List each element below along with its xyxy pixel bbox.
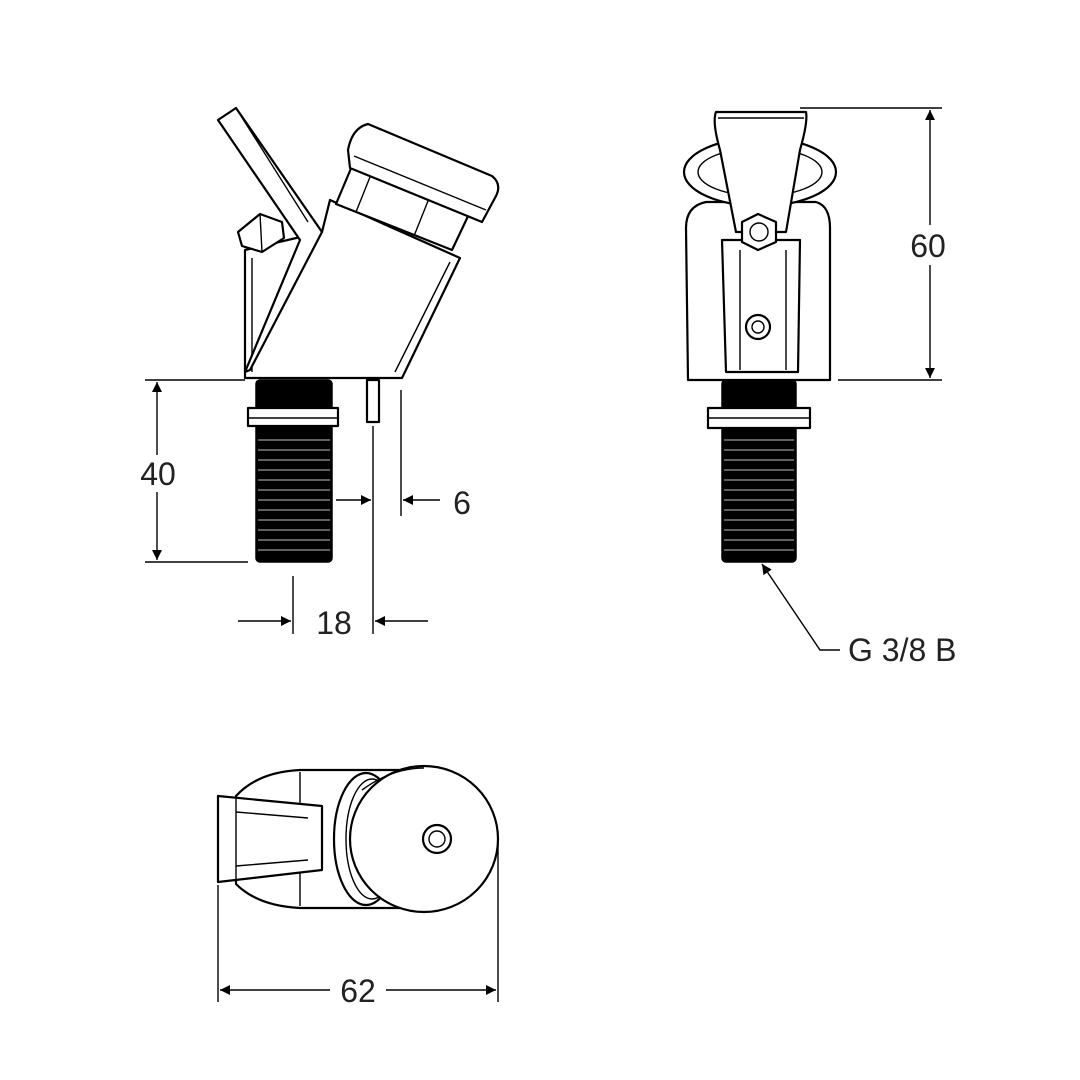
- dim-60-label: 60: [910, 228, 946, 264]
- side-thread-ridges: [258, 439, 330, 551]
- front-screw: [744, 313, 772, 341]
- front-lever-base: [720, 238, 802, 374]
- top-view: 62: [216, 764, 500, 1009]
- front-thread-ridges: [724, 439, 794, 551]
- side-pin: [365, 378, 381, 424]
- dim-40-label: 40: [140, 456, 176, 492]
- front-view: 60 G 3/8 B: [682, 107, 957, 668]
- dim-18-label: 18: [316, 605, 352, 641]
- side-lock-nut: [246, 406, 340, 428]
- side-button-cap: [346, 122, 500, 224]
- thread-label: G 3/8 B: [848, 632, 957, 668]
- dim-62-label: 62: [340, 973, 376, 1009]
- top-cap-hole: [421, 823, 453, 855]
- front-lever: [713, 110, 808, 234]
- side-view: 40 6 18: [140, 106, 500, 641]
- top-lever: [216, 794, 324, 884]
- dim-6-label: 6: [453, 485, 471, 521]
- front-hex-nut: [740, 212, 778, 252]
